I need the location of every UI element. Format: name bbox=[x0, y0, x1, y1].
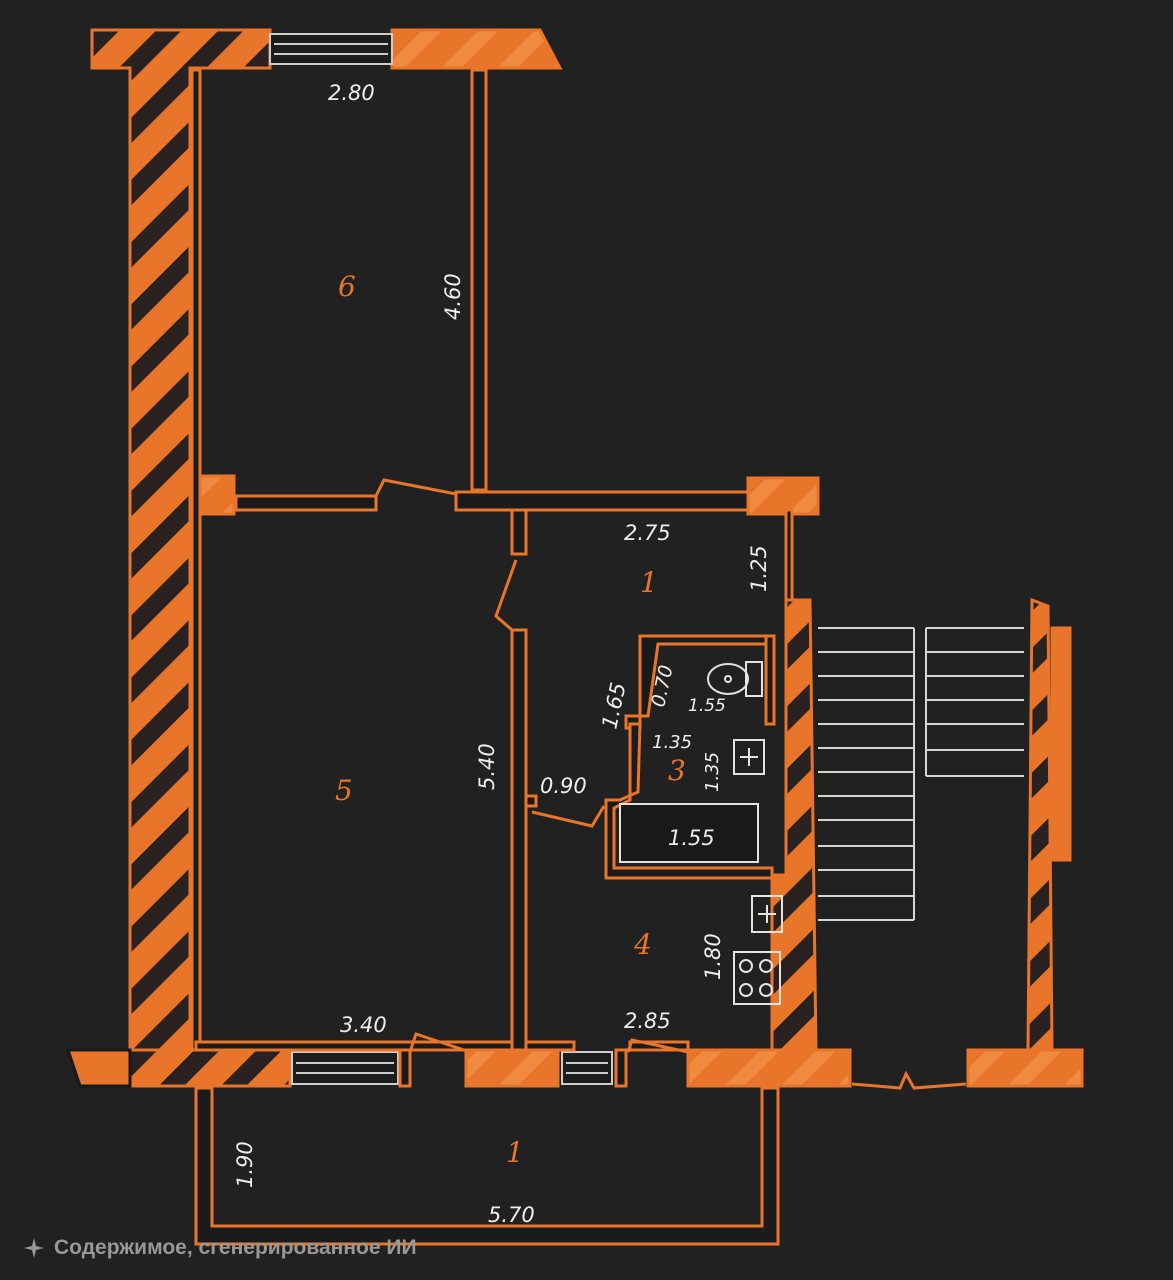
dim-balcony-width: 5.70 bbox=[488, 1203, 535, 1227]
outer-walls bbox=[65, 28, 1084, 1088]
room-5-label: 5 bbox=[335, 774, 353, 807]
stove-icon bbox=[733, 951, 781, 1005]
doors bbox=[374, 478, 967, 1090]
windows bbox=[269, 33, 613, 1085]
dim-hall-depth: 1.25 bbox=[747, 545, 771, 592]
dim-bath-depth: 1.35 bbox=[702, 752, 723, 792]
room-1-balcony-label: 1 bbox=[506, 1136, 524, 1169]
room-6-label: 6 bbox=[338, 270, 356, 303]
ai-content-caption: Содержимое, сгенерированное ИИ bbox=[22, 1236, 417, 1260]
interior-walls bbox=[190, 68, 794, 1246]
plus-icon bbox=[733, 739, 765, 775]
room-4-label: 4 bbox=[633, 928, 652, 961]
dim-r5-length: 5.40 bbox=[475, 743, 499, 790]
dim-r5-width: 3.40 bbox=[340, 1013, 387, 1037]
sparkle-icon bbox=[24, 1238, 44, 1258]
dim-r6-width: 2.80 bbox=[328, 81, 375, 105]
dim-kitchen-width: 2.85 bbox=[624, 1009, 671, 1033]
dim-bath-width: 1.35 bbox=[652, 732, 692, 753]
dim-hall-width: 2.75 bbox=[624, 521, 671, 545]
toilet-icon bbox=[707, 661, 763, 697]
staircase bbox=[818, 627, 1024, 921]
dim-balcony-depth: 1.90 bbox=[233, 1141, 257, 1188]
room-3-label: 3 bbox=[668, 754, 686, 787]
bathtub bbox=[619, 803, 759, 863]
caption-text: Содержимое, сгенерированное ИИ bbox=[54, 1236, 417, 1259]
dim-bathtub-length: 1.55 bbox=[668, 826, 715, 850]
dim-r6-length: 4.60 bbox=[441, 273, 465, 320]
dim-wc-inner: 1.55 bbox=[688, 696, 726, 716]
room-1-hall-label: 1 bbox=[640, 566, 658, 599]
plus-icon bbox=[751, 895, 783, 933]
dim-door-width: 0.90 bbox=[540, 774, 587, 798]
dim-kitchen-depth: 1.80 bbox=[701, 933, 725, 980]
